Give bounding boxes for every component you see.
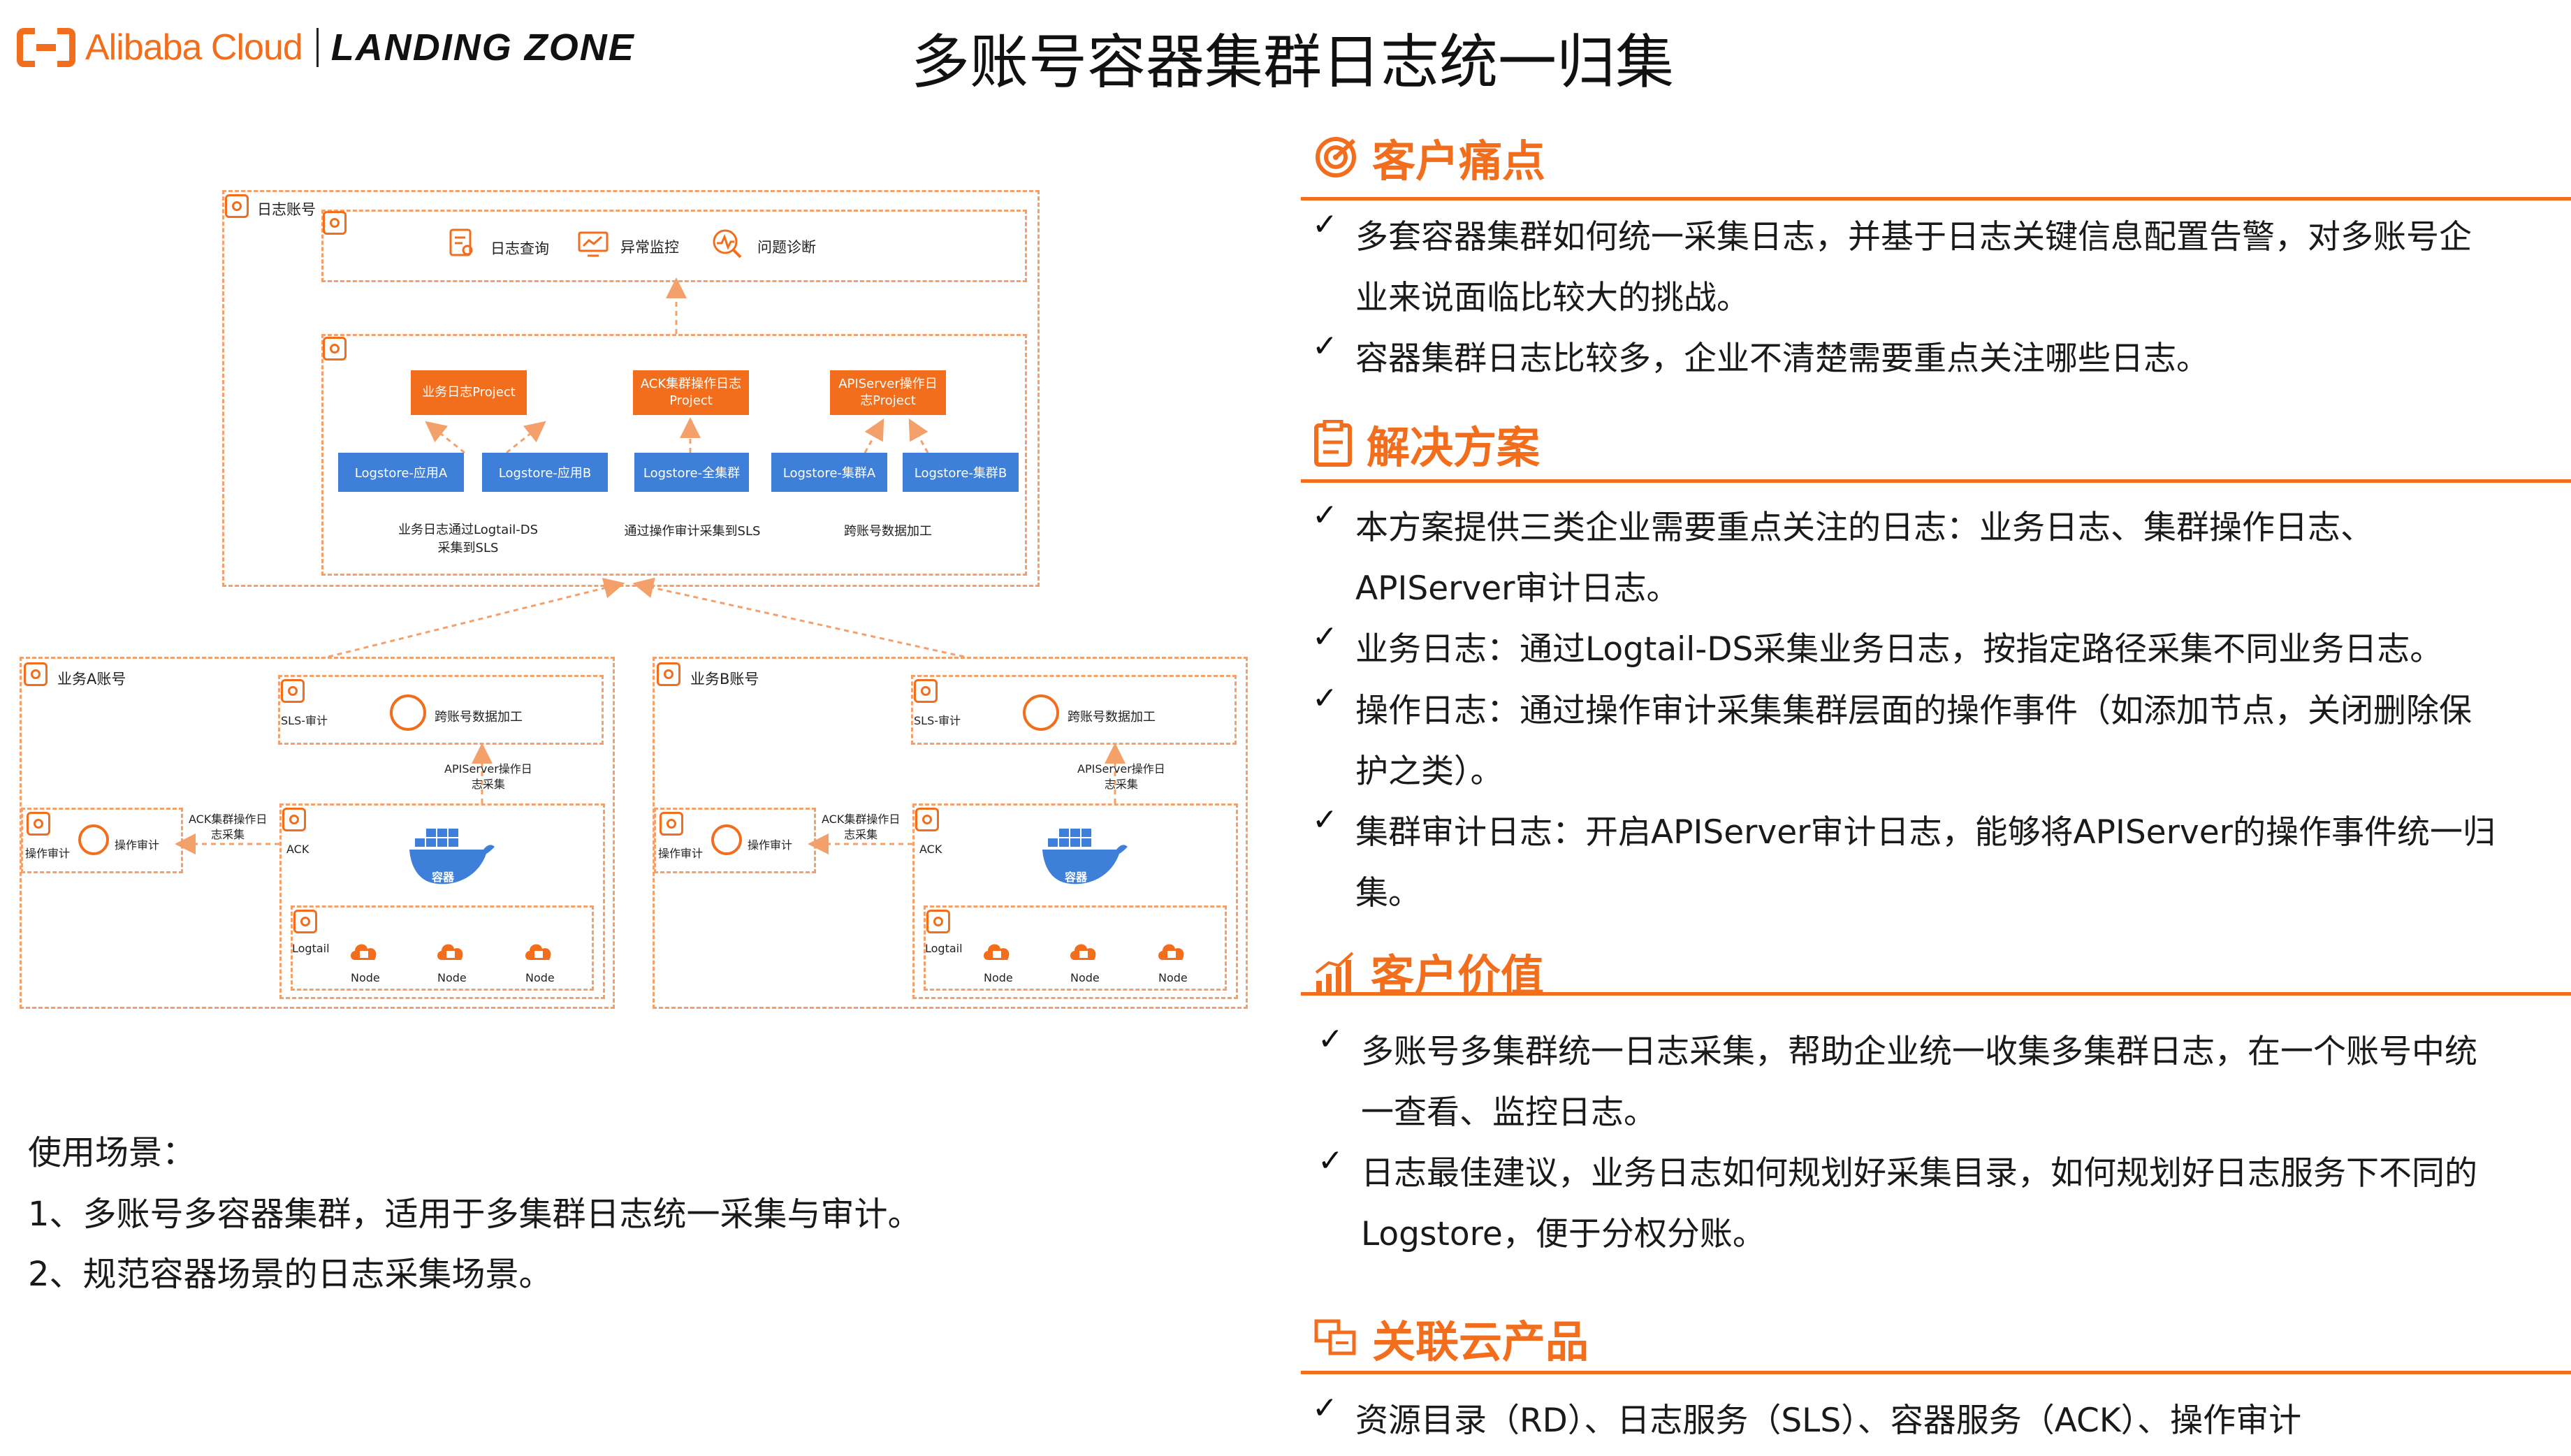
sls-icon [323, 337, 347, 361]
node-icon [1158, 944, 1184, 960]
radar-icon [711, 824, 742, 855]
section-divider [1301, 1371, 2571, 1374]
log-query-icon [449, 228, 473, 256]
solution-item: ✓ 本方案提供三类企业需要重点关注的日志：业务日志、集群操作日志、APIServ… [1312, 497, 2373, 619]
product-name: LANDING ZONE [330, 27, 635, 68]
section-header-products: 关联云产品 [1313, 1306, 1589, 1369]
docker-container-icon [1042, 829, 1128, 884]
data-process-icon [390, 694, 426, 731]
sls-query-box [321, 210, 1027, 282]
log-account-box [222, 190, 1040, 587]
sls-icon [281, 679, 305, 703]
account-b-box [653, 657, 1248, 1009]
logstore-app-a: Logstore-应用A [338, 453, 464, 492]
usage-item: 1、多账号多容器集群，适用于多集群日志统一采集与审计。 [28, 1195, 922, 1234]
products-icon [1314, 1319, 1356, 1355]
alibaba-cloud-logo-icon [17, 28, 75, 67]
caption-business: 业务日志通过Logtail-DS 采集到SLS [398, 523, 539, 555]
radar-icon [78, 824, 109, 855]
logo-divider [316, 28, 319, 67]
ack-cluster-box [912, 803, 1238, 999]
docker-container-icon [409, 829, 495, 884]
logtail-box [291, 905, 594, 991]
account-icon [24, 662, 48, 686]
node-icon [351, 944, 377, 960]
check-icon: ✓ [1312, 207, 1338, 242]
check-icon: ✓ [1312, 497, 1338, 533]
sls-audit-box [911, 675, 1237, 745]
logtail-icon [293, 910, 317, 933]
caption-ack: 通过操作审计采集到SLS [624, 524, 761, 539]
brand-logo: Alibaba Cloud LANDING ZONE [17, 21, 635, 74]
monitor-icon [578, 231, 609, 257]
check-icon: ✓ [1312, 802, 1338, 838]
growth-chart-icon [1315, 952, 1354, 992]
diagnose-icon [713, 229, 742, 259]
section-header-pain: 客户痛点 [1313, 126, 1545, 189]
sls-icon [914, 679, 938, 703]
check-icon: ✓ [1312, 1390, 1338, 1426]
solution-item: ✓ 操作日志：通过操作审计采集集群层面的操作事件（如添加节点，关闭删除保护之类）… [1312, 680, 2472, 802]
value-item: ✓ 多账号多集群统一日志采集，帮助企业统一收集多集群日志，在一个账号中统一查看、… [1318, 1021, 2477, 1143]
check-icon: ✓ [1318, 1021, 1343, 1057]
ack-cluster-box [279, 803, 605, 999]
node-icon [525, 944, 551, 960]
usage-item: 2、规范容器场景的日志采集场景。 [28, 1255, 553, 1294]
products-item: ✓ 资源目录（RD）、日志服务（SLS）、容器服务（ACK）、操作审计 [1312, 1390, 2301, 1451]
section-divider [1301, 479, 2571, 483]
node-icon [437, 944, 463, 960]
diagram-connectors [175, 277, 1126, 854]
sls-icon [323, 211, 347, 235]
project-apiserver: APIServer操作日 志Project [830, 370, 946, 415]
page-title: 多账号容器集群日志统一归集 [910, 28, 1674, 96]
logstore-cluster-a: Logstore-集群A [771, 453, 887, 492]
check-icon: ✓ [1312, 619, 1338, 655]
node-icon [984, 944, 1010, 960]
pain-item: ✓ 多套容器集群如何统一采集日志，并基于日志关键信息配置告警，对多账号企业来说面… [1312, 207, 2472, 328]
ack-icon [282, 808, 306, 831]
data-process-icon [1023, 694, 1059, 731]
solution-item: ✓ 集群审计日志：开启APIServer审计日志，能够将APIServer的操作… [1312, 802, 2496, 924]
clipboard-icon [1314, 420, 1352, 467]
caption-apiserver: 跨账号数据加工 [844, 524, 932, 539]
sls-audit-box [278, 675, 604, 745]
action-trail-icon [660, 812, 683, 836]
account-icon [657, 662, 680, 686]
section-divider [1301, 992, 2571, 996]
logstore-app-b: Logstore-应用B [482, 453, 608, 492]
check-icon: ✓ [1318, 1143, 1343, 1179]
logtail-icon [926, 910, 950, 933]
sls-projects-box [321, 334, 1027, 576]
action-trail-box [21, 808, 183, 873]
check-icon: ✓ [1312, 680, 1338, 716]
log-account-label: 日志账号 [257, 201, 316, 218]
account-icon [225, 194, 249, 218]
ack-icon [915, 808, 939, 831]
pain-item: ✓ 容器集群日志比较多，企业不清楚需要重点关注哪些日志。 [1312, 328, 2209, 389]
logtail-box [924, 905, 1227, 991]
target-icon [1316, 137, 1356, 177]
brand-name: Alibaba Cloud [85, 27, 303, 68]
check-icon: ✓ [1312, 328, 1338, 364]
project-business: 业务日志Project [411, 370, 527, 415]
action-trail-icon [27, 812, 50, 836]
logstore-all-clusters: Logstore-全集群 [634, 453, 749, 492]
action-trail-box [654, 808, 816, 873]
solution-item: ✓ 业务日志：通过Logtail-DS采集业务日志，按指定路径采集不同业务日志。 [1312, 619, 2442, 680]
usage-title: 使用场景： [28, 1133, 196, 1172]
project-ack: ACK集群操作日志 Project [633, 370, 749, 415]
logstore-cluster-b: Logstore-集群B [903, 453, 1019, 492]
account-a-box [20, 657, 615, 1009]
node-icon [1070, 944, 1096, 960]
section-header-solution: 解决方案 [1313, 412, 1540, 475]
section-divider [1301, 197, 2571, 201]
